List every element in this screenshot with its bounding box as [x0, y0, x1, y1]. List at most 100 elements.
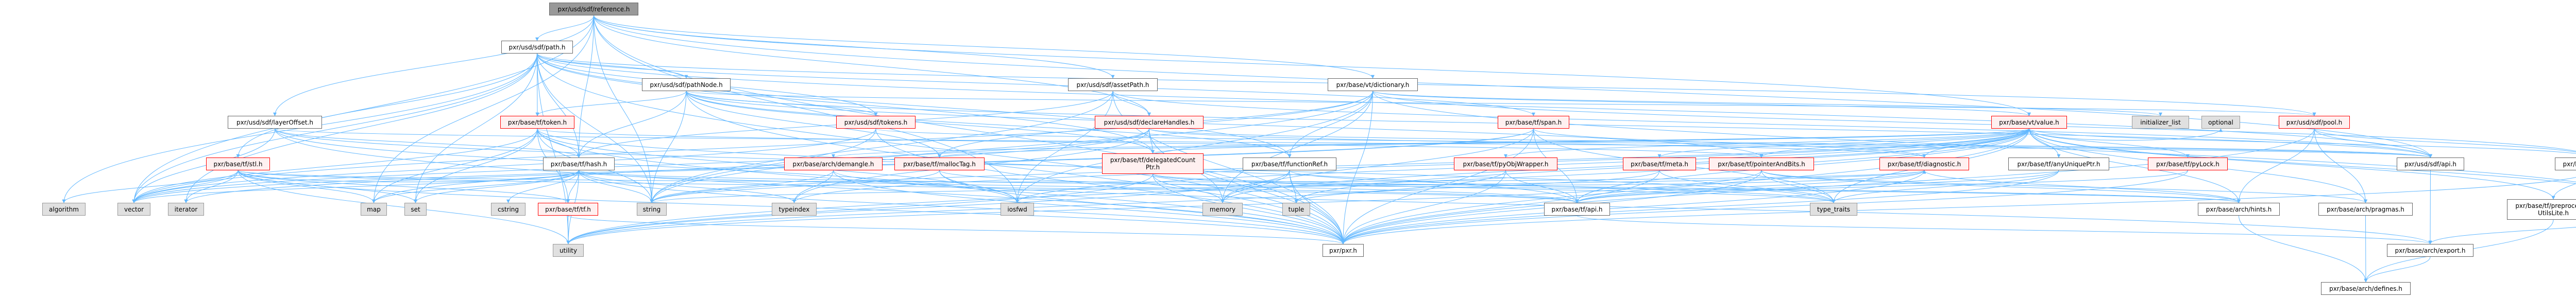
- edge-pointerAndBits-to-type_traits: [1761, 170, 1836, 203]
- graph-node-type-traits[interactable]: type_traits: [1810, 203, 1857, 216]
- graph-node-preprocessor-utils-lite[interactable]: pxr/base/tf/preprocessor UtilsLite.h: [2507, 199, 2576, 220]
- graph-node-pool[interactable]: pxr/usd/sdf/pool.h: [2279, 116, 2350, 129]
- graph-node-algorithm[interactable]: algorithm: [42, 203, 86, 216]
- graph-node-path-node[interactable]: pxr/usd/sdf/pathNode.h: [642, 78, 731, 91]
- graph-node-demangle[interactable]: pxr/base/arch/demangle.h: [784, 157, 883, 170]
- edge-path-to-sdfApi: [537, 53, 2432, 158]
- graph-node-path[interactable]: pxr/usd/sdf/path.h: [501, 41, 573, 54]
- graph-node-hash[interactable]: pxr/base/tf/hash.h: [543, 157, 615, 170]
- graph-node-utility[interactable]: utility: [553, 244, 584, 257]
- edge-value-to-vtTraits: [2029, 128, 2576, 154]
- edge-path-to-pool: [537, 53, 2316, 116]
- edge-assetPath-to-declareHandles: [1112, 91, 1151, 116]
- edge-hash-to-pxr: [579, 170, 1345, 244]
- graph-node-initializer-list[interactable]: initializer_list: [2132, 116, 2189, 129]
- edge-declareHandles-to-map: [372, 128, 1149, 203]
- graph-node-defines[interactable]: pxr/base/arch/defines.h: [2321, 282, 2411, 295]
- edge-anyUniquePtr-to-type_traits: [1832, 170, 2059, 203]
- graph-node-export[interactable]: pxr/base/arch/export.h: [2387, 244, 2473, 257]
- edge-pyLock-to-tfApi: [1575, 170, 2188, 203]
- graph-node-string[interactable]: string: [637, 203, 667, 216]
- edge-assetPath-to-string: [650, 91, 1113, 203]
- edge-value-to-mallocTag: [938, 128, 2029, 158]
- graph-node-asset-path[interactable]: pxr/usd/sdf/assetPath.h: [1068, 78, 1158, 91]
- edge-pointerAndBits-to-pragmas: [1761, 170, 2367, 203]
- graph-node-hints[interactable]: pxr/base/arch/hints.h: [2198, 203, 2280, 216]
- graph-node-set[interactable]: set: [404, 203, 427, 216]
- graph-node-malloc-tag[interactable]: pxr/base/tf/mallocTag.h: [894, 157, 985, 170]
- graph-node-function-ref[interactable]: pxr/base/tf/functionRef.h: [1243, 157, 1336, 170]
- graph-node-meta[interactable]: pxr/base/tf/meta.h: [1623, 157, 1696, 170]
- graph-node-tf[interactable]: pxr/base/tf/tf.h: [538, 203, 598, 216]
- graph-node-pxr[interactable]: pxr/pxr.h: [1323, 244, 1364, 257]
- edge-stl-to-map: [238, 170, 376, 203]
- edge-demangle-to-pxr: [833, 170, 1345, 244]
- graph-node-optional[interactable]: optional: [2201, 116, 2240, 129]
- graph-node-span[interactable]: pxr/base/tf/span.h: [1498, 116, 1569, 129]
- graph-node-token[interactable]: pxr/base/tf/token.h: [500, 116, 574, 129]
- edge-demangle-to-string: [650, 170, 834, 203]
- edge-token-to-vector: [132, 128, 538, 203]
- edge-stl-to-diagnostic: [238, 170, 1926, 182]
- edge-delegatedCountPtr-to-pxr: [1153, 173, 1345, 244]
- graph-node-sdf-api[interactable]: pxr/usd/sdf/api.h: [2397, 157, 2464, 170]
- graph-node-value[interactable]: pxr/base/vt/value.h: [1991, 116, 2067, 129]
- edge-reference-to-string: [594, 15, 654, 203]
- edge-tokens-to-sdfApi: [875, 128, 2432, 158]
- graph-node-map[interactable]: map: [361, 203, 387, 216]
- graph-node-memory[interactable]: memory: [1202, 203, 1243, 216]
- edge-anyUniquePtr-to-pxr: [1341, 170, 2059, 244]
- edge-reference-to-declareHandles: [594, 15, 1151, 116]
- edge-assetPath-to-iosfwd: [1015, 91, 1113, 203]
- graph-node-delegated-count-ptr[interactable]: pxr/base/tf/delegatedCount Ptr.h: [1102, 153, 1204, 174]
- graph-node-tokens[interactable]: pxr/usd/sdf/tokens.h: [836, 116, 916, 129]
- graph-node-layer-offset[interactable]: pxr/usd/sdf/layerOffset.h: [228, 116, 322, 129]
- edge-reference-to-assetPath: [594, 15, 1115, 79]
- edge-hash-to-vector: [132, 170, 579, 203]
- graph-node-cstring[interactable]: cstring: [491, 203, 526, 216]
- edge-dictionary-to-vector: [132, 91, 1373, 203]
- graph-node-diagnostic[interactable]: pxr/base/tf/diagnostic.h: [1879, 157, 1969, 170]
- graph-node-py-lock[interactable]: pxr/base/tf/pyLock.h: [2148, 157, 2228, 170]
- edge-value-to-anyUniquePtr: [2029, 128, 2061, 158]
- graph-node-vector[interactable]: vector: [117, 203, 150, 216]
- edge-path-to-hash: [537, 53, 581, 158]
- edge-dictionary-to-memory: [1221, 91, 1373, 203]
- edge-tfApi-to-export: [1577, 215, 2432, 244]
- graph-node-iterator[interactable]: iterator: [168, 203, 204, 216]
- edge-span-to-diagnostic: [1533, 128, 1926, 158]
- edge-functionRef-to-pxr: [1289, 170, 1345, 244]
- graph-node-reference[interactable]: pxr/usd/sdf/reference.h: [549, 3, 638, 15]
- graph-node-typeindex[interactable]: typeindex: [772, 203, 817, 216]
- graph-node-iosfwd[interactable]: iosfwd: [1001, 203, 1034, 216]
- edge-value-to-string: [650, 128, 2029, 203]
- edge-hash-to-set: [414, 170, 579, 203]
- edge-vtTraits-to-preprocessorUtilsLite: [2551, 183, 2576, 200]
- graph-node-tuple[interactable]: tuple: [1282, 203, 1310, 216]
- edge-stl-to-tf: [238, 170, 570, 203]
- edge-path-to-stl: [236, 53, 537, 158]
- graph-node-tf-api[interactable]: pxr/base/tf/api.h: [1544, 203, 1610, 216]
- graph-node-py-obj-wrapper[interactable]: pxr/base/tf/pyObjWrapper.h: [1454, 157, 1557, 170]
- edge-pointerAndBits-to-utility: [566, 170, 1762, 244]
- graph-node-pointer-and-bits[interactable]: pxr/base/tf/pointerAndBits.h: [1709, 157, 1814, 170]
- edge-dictionary-to-vtTraits: [1372, 91, 2576, 152]
- edge-token-to-map: [372, 128, 538, 203]
- edge-token-to-iosfwd: [537, 128, 1019, 203]
- graph-node-dictionary[interactable]: pxr/base/vt/dictionary.h: [1328, 78, 1418, 91]
- graph-node-vt-traits[interactable]: pxr/base/vt/traits.h: [2555, 157, 2576, 170]
- edge-dictionary-to-value: [1372, 91, 2031, 116]
- edge-reference-to-hash: [577, 15, 594, 158]
- edge-delegatedCountPtr-to-memory: [1153, 173, 1225, 203]
- edge-value-to-optional: [2029, 128, 2223, 141]
- graph-node-pragmas[interactable]: pxr/base/arch/pragmas.h: [2318, 203, 2413, 216]
- edge-layerOffset-to-sdfApi: [275, 128, 2432, 158]
- edge-value-to-pyLock: [2029, 128, 2190, 158]
- graph-node-stl[interactable]: pxr/base/tf/stl.h: [206, 157, 270, 170]
- edge-pool-to-sdfApi: [2314, 128, 2432, 158]
- graph-node-any-unique-ptr[interactable]: pxr/base/tf/anyUniquePtr.h: [2008, 157, 2109, 170]
- graph-node-declare-handles[interactable]: pxr/usd/sdf/declareHandles.h: [1095, 116, 1204, 129]
- edge-hash-to-string: [579, 170, 654, 203]
- edge-diagnostic-to-tfApi: [1575, 170, 1925, 203]
